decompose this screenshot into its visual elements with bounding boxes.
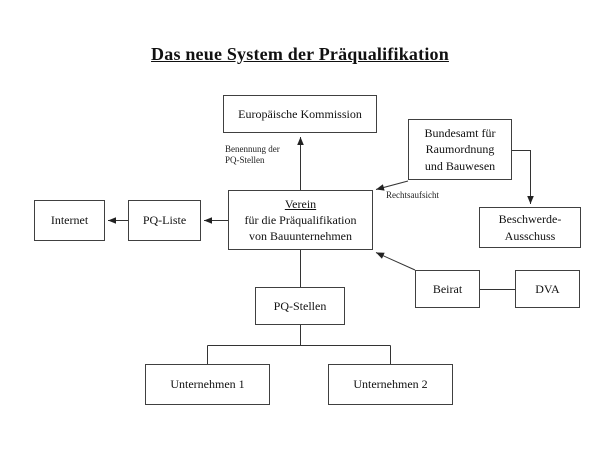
node-label-line2: für die Präqualifikation: [244, 212, 357, 227]
node-pq-liste: PQ-Liste: [128, 200, 201, 241]
node-pq-stellen: PQ-Stellen: [255, 287, 345, 325]
node-unternehmen-1: Unternehmen 1: [145, 364, 270, 405]
edge-pqstellen-unternehmen-tree: [207, 325, 391, 364]
node-label: Beirat: [432, 281, 463, 296]
node-internet: Internet: [34, 200, 105, 241]
node-label: Bundesamt für Raumordnung und Bauwesen: [424, 126, 496, 173]
node-dva: DVA: [515, 270, 580, 308]
node-label: DVA: [535, 281, 560, 296]
edge-label-benennung-der-pq-stellen: Benennung der PQ-Stellen: [225, 144, 280, 166]
node-europaeische-kommission: Europäische Kommission: [223, 95, 377, 133]
node-bundesamt: Bundesamt für Raumordnung und Bauwesen: [408, 119, 512, 180]
edge-bundesamt-beschwerde: [512, 150, 534, 204]
edge-bundesamt-verein: [375, 180, 409, 191]
edge-beirat-verein: [375, 252, 416, 271]
node-beirat: Beirat: [415, 270, 480, 308]
node-label: Unternehmen 1: [170, 377, 245, 392]
node-label: Beschwerde- Ausschuss: [498, 212, 562, 243]
node-label: PQ-Stellen: [273, 298, 327, 313]
node-label: Unternehmen 2: [353, 377, 428, 392]
edge-label-rechtsaufsicht: Rechtsaufsicht: [386, 190, 439, 200]
node-verein: Verein für die Präqualifikation von Bauu…: [228, 190, 373, 250]
node-unternehmen-2: Unternehmen 2: [328, 364, 453, 405]
node-beschwerde-ausschuss: Beschwerde- Ausschuss: [479, 207, 581, 248]
diagram-title: Das neue System der Präqualifikation: [151, 44, 449, 64]
node-label-line3: von Bauunternehmen: [249, 229, 352, 244]
node-label: Europäische Kommission: [238, 106, 362, 121]
node-label: PQ-Liste: [142, 213, 187, 228]
node-label-line1: Verein: [284, 196, 317, 211]
node-label: Internet: [50, 213, 89, 228]
